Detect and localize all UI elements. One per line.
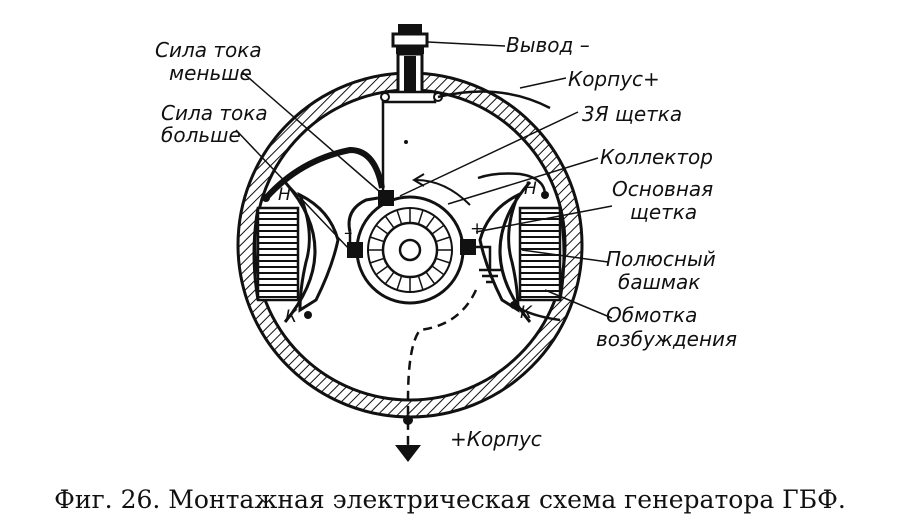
collector-segment [417, 209, 424, 225]
collector-segment [431, 265, 445, 276]
collector-segment [369, 257, 385, 264]
collector-segment [396, 275, 403, 291]
label-coil-end-left: К [285, 307, 298, 327]
collector-segment [384, 215, 395, 229]
label-coil-start-left: Н [278, 185, 291, 205]
label-current-less-line1: Сила тока [155, 38, 262, 62]
third-brush [378, 190, 394, 206]
label-housing-plus: Корпус+ [568, 67, 660, 91]
main-brush [460, 239, 476, 255]
label-minus-sign: – [344, 223, 353, 243]
label-field-winding-line2: возбуждения [596, 327, 737, 351]
ground-symbol [395, 415, 421, 462]
label-current-less-line2: меньше [169, 61, 252, 85]
leader-lines [235, 41, 613, 319]
figure-caption: Фиг. 26. Монтажная электрическая схема г… [54, 485, 846, 514]
collector-segment [417, 275, 424, 291]
label-current-more-line2: больше [161, 123, 241, 147]
collector-segment [369, 236, 385, 243]
collector [355, 195, 465, 305]
terminal-bolt [380, 24, 443, 104]
coil-end-dot-left [304, 311, 312, 319]
label-pole-shoe-line1: Полюсный [606, 247, 716, 271]
label-field-winding-line1: Обмотка [606, 303, 697, 327]
rotation-arrow [412, 173, 471, 206]
collector-segment [431, 224, 445, 235]
collector-segment [425, 215, 436, 229]
label-main-brush-line1: Основная [612, 177, 713, 201]
label-housing-bottom: +Корпус [450, 427, 542, 451]
label-main-brush-line2: щетка [630, 200, 697, 224]
label-terminal: Вывод – [506, 33, 590, 57]
collector-segment [375, 265, 389, 276]
label-current-more-line1: Сила тока [161, 101, 268, 125]
label-coil-end-right: К [520, 303, 533, 323]
collector-segment [375, 224, 389, 235]
label-collector: Коллектор [600, 145, 713, 169]
collector-segment [396, 209, 403, 225]
shaft [398, 238, 422, 262]
label-coil-start-right: Н [524, 179, 537, 199]
label-pole-shoe-line2: башмак [618, 270, 700, 294]
collector-segment [435, 236, 451, 243]
collector-segment [435, 257, 451, 264]
label-plus-sign: + [470, 219, 484, 239]
collector-segment [425, 271, 436, 285]
collector-segment [384, 271, 395, 285]
field-winding-left [252, 206, 300, 302]
label-third-brush: 3Я щетка [582, 102, 682, 126]
